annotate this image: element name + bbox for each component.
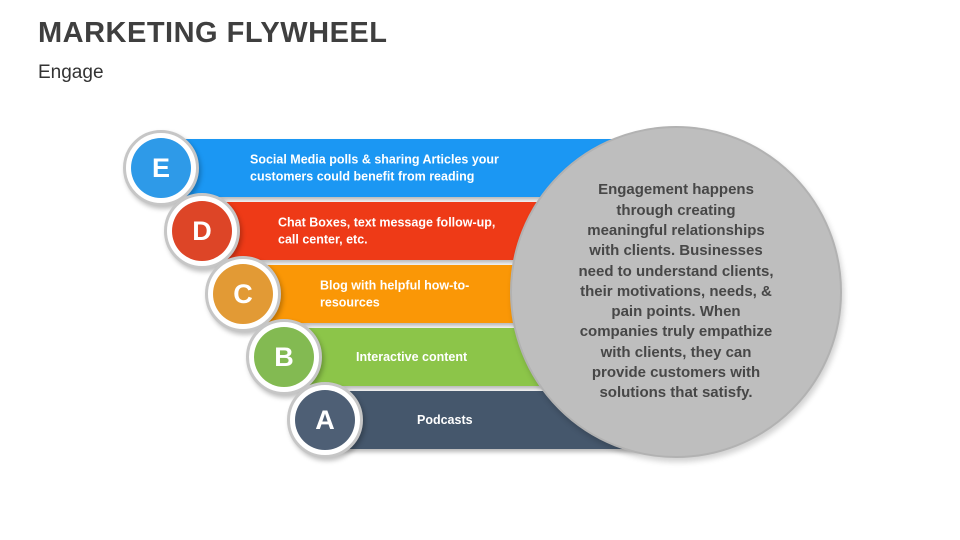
step-badge-a: A: [287, 382, 363, 458]
slide-subtitle: Engage: [38, 62, 104, 83]
funnel-bar-e: Social Media polls & sharing Articles yo…: [160, 139, 640, 197]
slide-title: MARKETING FLYWHEEL: [38, 17, 388, 49]
step-badge-c-letter: C: [213, 264, 273, 324]
step-badge-b: B: [246, 319, 322, 395]
step-badge-e-letter: E: [131, 138, 191, 198]
step-badge-a-letter: A: [295, 390, 355, 450]
funnel-bar-d-label: Chat Boxes, text message follow-up,call …: [278, 215, 496, 247]
funnel-bar-e-label: Social Media polls & sharing Articles yo…: [250, 152, 499, 184]
step-badge-d-letter: D: [172, 201, 232, 261]
funnel-bar-b-label: Interactive content: [356, 349, 468, 364]
funnel-bar-a-label: Podcasts: [417, 412, 473, 427]
step-badge-e: E: [123, 130, 199, 206]
funnel-bar-c-label: Blog with helpful how-to-resources: [320, 278, 470, 310]
step-badge-b-letter: B: [254, 327, 314, 387]
step-badge-d: D: [164, 193, 240, 269]
step-badge-c: C: [205, 256, 281, 332]
